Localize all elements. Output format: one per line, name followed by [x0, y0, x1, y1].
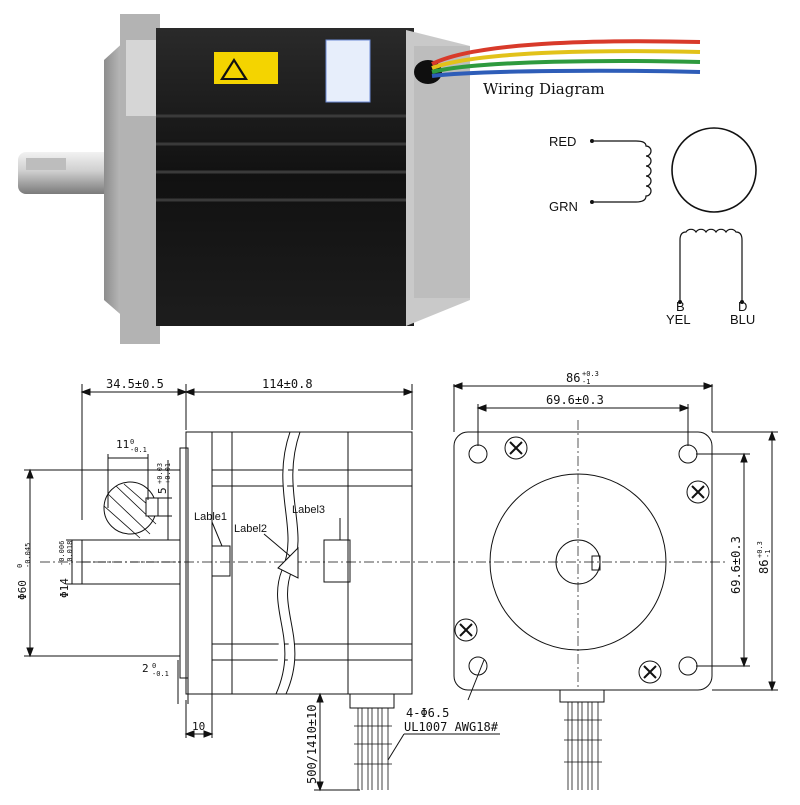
dim-hole-spacing-vertical: 69.6±0.3 [729, 536, 743, 594]
dim-body-length: 114±0.8 [262, 377, 313, 391]
mount-hole-top-right [678, 444, 698, 464]
dim-lead-length: 500/1410±10 [305, 705, 319, 784]
side-view-dimensions: 34.5±0.5 114±0.8 11 0-0.1 2 0-0.1 10 Lab… [16, 377, 499, 784]
dim-boss-height: 2 [142, 662, 149, 675]
dim-key-depth-tol: +0.03+0.01 [156, 463, 172, 484]
label3-tag: Label3 [292, 504, 325, 516]
dim-boss-height-tol: 0-0.1 [152, 662, 169, 678]
screw-icon [454, 618, 478, 642]
dim-key-width: 11 [116, 438, 129, 451]
dim-width: 86 [566, 371, 580, 385]
wire-grn-label: GRN [549, 199, 578, 214]
motor-body [156, 28, 414, 326]
dim-hole-spacing: 69.6±0.3 [546, 393, 604, 407]
mount-hole-bottom-right [678, 656, 698, 676]
mount-hole-top-left [468, 444, 488, 464]
side-view-drawing [24, 384, 500, 792]
dim-key-depth: 5 [156, 487, 169, 494]
dim-height-tol: +0.3-1 [756, 541, 772, 558]
warning-label-icon [214, 52, 278, 84]
wire-spec: UL1007 AWG18# [404, 720, 499, 734]
dim-mount-holes: 4-Φ6.5 [406, 706, 449, 720]
label2-tag: Label2 [234, 523, 267, 535]
wiring-diagram: Wiring Diagram RED GRN B YEL D BLU [483, 80, 757, 327]
label1-tag: Lable1 [194, 511, 227, 523]
dim-width-tol: +0.3-1 [582, 370, 599, 386]
wiring-title: Wiring Diagram [483, 80, 605, 98]
dim-shaft-diameter: Φ14 [58, 578, 71, 598]
wire-yel-label: YEL [666, 312, 691, 327]
wire-b-label: B [676, 299, 685, 314]
dim-flange-thickness: 10 [192, 720, 205, 733]
dim-shaft-diameter-tol: -0.006-0.018 [58, 541, 74, 566]
dim-boss-diameter-tol: 0-0.045 [16, 543, 32, 568]
rotor-circle [671, 127, 757, 213]
wire-d-label: D [738, 299, 747, 314]
mount-hole-bottom-left [468, 656, 488, 676]
side-nameplate-icon [126, 40, 156, 116]
dim-boss-diameter: Φ60 [16, 580, 29, 600]
screw-icon [686, 480, 710, 504]
motor-photo [18, 14, 701, 344]
nameplate-icon [325, 39, 371, 103]
screw-icon [504, 436, 528, 460]
dim-shaft-length: 34.5±0.5 [106, 377, 164, 391]
screw-icon [638, 660, 662, 684]
front-view-drawing [440, 382, 778, 790]
wire-blu-label: BLU [730, 312, 755, 327]
dim-height: 86 [757, 560, 771, 574]
dim-key-width-tol: 0-0.1 [130, 438, 147, 454]
wire-red-label: RED [549, 134, 576, 149]
front-view-dimensions: 86 +0.3-1 69.6±0.3 4-Φ6.5 69.6±0.3 86 +0… [406, 370, 772, 720]
